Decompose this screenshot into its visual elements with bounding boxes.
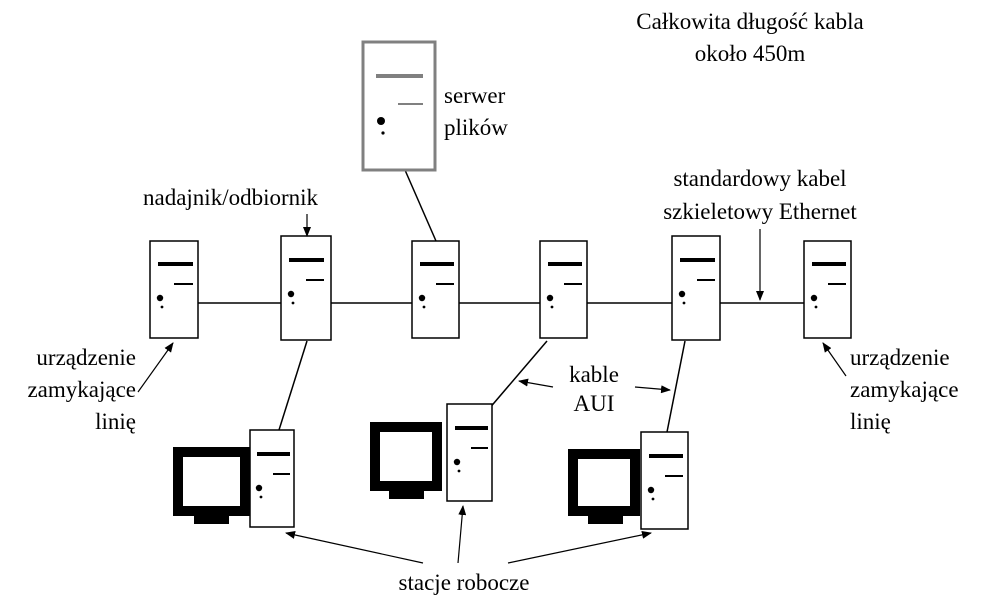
computer-tower-5 xyxy=(671,235,721,341)
arrow-aui-right xyxy=(634,385,671,394)
arrow-aui-left xyxy=(518,378,554,388)
aui-label-line2: AUI xyxy=(574,391,615,416)
arrow-workstation-right xyxy=(507,530,652,564)
transceiver-label: nadajnik/odbiornik xyxy=(143,185,319,210)
terminator-left-label-line1: urządzenie xyxy=(36,345,136,370)
backbone-label-line1: standardowy kabel xyxy=(673,166,846,191)
monitor-icon xyxy=(173,447,250,524)
aui-cable-right xyxy=(666,340,686,433)
total-length-label-line1: Całkowita długość kabla xyxy=(636,9,863,34)
workstations-label: stacje robocze xyxy=(399,570,530,595)
arrow-terminator-right xyxy=(822,342,847,377)
arrow-terminator-left xyxy=(137,342,174,393)
computer-tower-4 xyxy=(539,240,588,339)
terminator-left-label-line3: linię xyxy=(95,409,136,434)
file-server-label-line1: serwer xyxy=(444,83,506,108)
server-drop-cable xyxy=(404,169,437,242)
monitor-icon xyxy=(568,449,640,524)
workstation-tower-left xyxy=(249,429,295,528)
computer-tower-1 xyxy=(149,240,199,339)
workstation-middle xyxy=(370,403,493,502)
workstation-left xyxy=(173,429,295,528)
arrow-workstation-middle xyxy=(457,505,467,564)
terminator-right-label-line2: zamykające xyxy=(850,377,959,402)
aui-label-line1: kable xyxy=(569,362,619,387)
monitor-icon xyxy=(370,422,442,499)
workstation-tower-middle xyxy=(446,403,493,502)
workstation-right xyxy=(568,431,689,530)
computer-tower-2 xyxy=(280,235,332,341)
terminator-left-label-line2: zamykające xyxy=(27,377,136,402)
workstation-tower-right xyxy=(640,431,689,530)
annotation-arrows xyxy=(137,214,847,564)
terminator-right-label-line1: urządzenie xyxy=(850,345,950,370)
computer-tower-6 xyxy=(803,240,852,339)
aui-cable-left xyxy=(278,340,308,431)
backbone-label-line2: szkieletowy Ethernet xyxy=(663,199,857,224)
file-server-label-line2: plików xyxy=(444,115,508,140)
terminator-right-label-line3: linię xyxy=(850,409,891,434)
file-server-tower xyxy=(361,40,437,172)
computer-tower-3 xyxy=(411,240,460,339)
arrow-workstation-left xyxy=(285,531,424,564)
total-length-label-line2: około 450m xyxy=(695,41,806,66)
